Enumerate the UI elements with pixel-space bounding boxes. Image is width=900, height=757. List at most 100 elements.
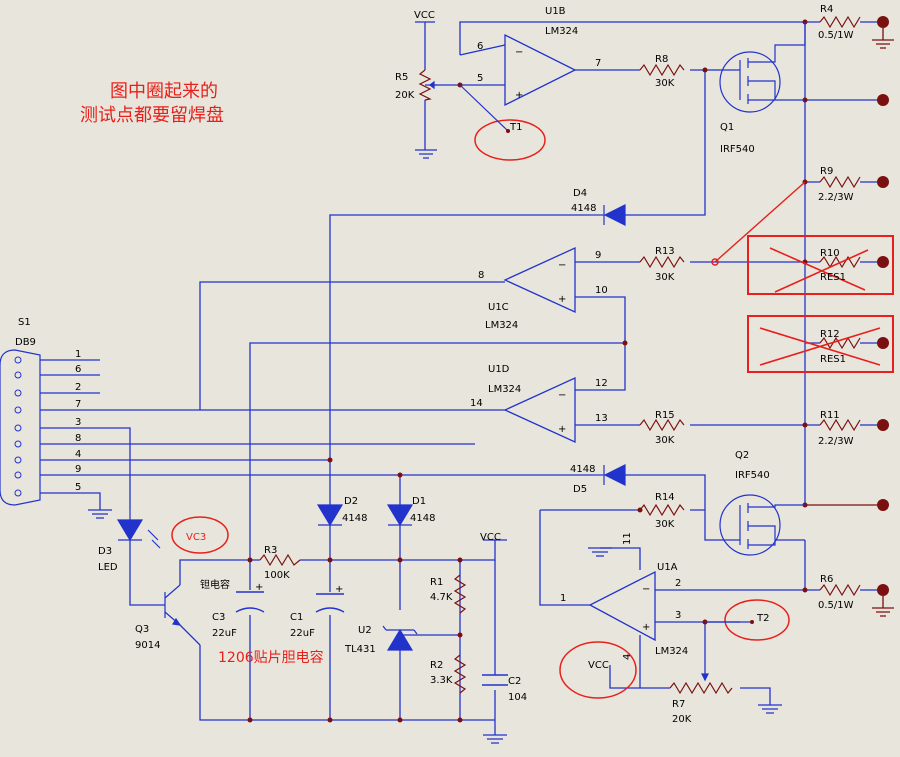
db9-connector [0, 349, 41, 506]
svg-text:R12: R12 [820, 329, 840, 340]
opamp-u1d [503, 376, 576, 444]
svg-text:R2: R2 [430, 660, 443, 671]
svg-text:20K: 20K [672, 714, 692, 725]
svg-text:11: 11 [622, 532, 633, 545]
svg-text:22uF: 22uF [212, 628, 237, 639]
s1-label: S1 [18, 317, 31, 328]
r5-body [418, 69, 432, 101]
wires [40, 21, 880, 735]
d4-body [603, 204, 626, 226]
vcc-circle [559, 641, 637, 699]
svg-text:+: + [255, 582, 263, 593]
svg-text:U1D: U1D [488, 364, 510, 375]
svg-text:5: 5 [477, 73, 483, 84]
svg-text:C1: C1 [290, 612, 303, 623]
opamp-u1c [503, 246, 576, 314]
resistors [259, 15, 861, 695]
svg-text:Q2: Q2 [735, 450, 749, 461]
svg-text:+: + [642, 622, 650, 633]
svg-text:R1: R1 [430, 577, 443, 588]
svg-text:R7: R7 [672, 699, 685, 710]
svg-text:2.2/3W: 2.2/3W [818, 436, 854, 447]
note-line1: 图中圈起来的 [110, 81, 218, 102]
c3-body [235, 591, 265, 613]
svg-text:2: 2 [75, 382, 81, 393]
svg-text:9014: 9014 [135, 640, 160, 651]
svg-text:Q1: Q1 [720, 122, 734, 133]
svg-text:T2: T2 [756, 613, 769, 624]
d3-body [116, 519, 144, 542]
r7-body [669, 681, 733, 695]
r1-body [453, 574, 467, 614]
svg-text:22uF: 22uF [290, 628, 315, 639]
svg-text:LED: LED [98, 562, 118, 573]
svg-text:IRF540: IRF540 [735, 470, 770, 481]
svg-text:104: 104 [508, 692, 527, 703]
cap-note: 1206贴片胆电容 [218, 649, 324, 666]
svg-text:T1: T1 [509, 122, 522, 133]
c2-body [482, 674, 508, 686]
svg-text:7: 7 [595, 58, 601, 69]
r6-body [819, 583, 861, 597]
opamps [503, 33, 656, 642]
svg-text:RES1: RES1 [820, 354, 846, 365]
svg-text:100K: 100K [264, 570, 290, 581]
terminals [877, 16, 889, 596]
t1-circle [474, 119, 546, 161]
svg-text:8: 8 [478, 270, 484, 281]
svg-text:R8: R8 [655, 54, 668, 65]
svg-text:12: 12 [595, 378, 608, 389]
grounds [88, 149, 782, 744]
d1-body [386, 504, 414, 527]
svg-text:0.5/1W: 0.5/1W [818, 600, 854, 611]
svg-text:R6: R6 [820, 574, 833, 585]
vcc-rail: VCC [480, 532, 501, 543]
svg-text:D5: D5 [573, 484, 587, 495]
svg-text:4.7K: 4.7K [430, 592, 453, 603]
svg-text:3.3K: 3.3K [430, 675, 453, 686]
svg-text:R4: R4 [820, 4, 833, 15]
svg-text:TL431: TL431 [344, 644, 376, 655]
svg-text:D3: D3 [98, 546, 112, 557]
svg-text:LM324: LM324 [545, 26, 578, 37]
terminal-grounds [805, 28, 894, 617]
mosfet-q2 [719, 494, 805, 556]
svg-text:−: − [642, 584, 650, 595]
svg-text:+: + [335, 584, 343, 595]
svg-text:10: 10 [595, 285, 608, 296]
svg-text:R14: R14 [655, 492, 675, 503]
svg-text:4: 4 [622, 654, 633, 660]
vcc-top: VCC [414, 10, 435, 21]
svg-text:1: 1 [75, 349, 81, 360]
svg-text:D1: D1 [412, 496, 426, 507]
d2-body [316, 504, 344, 527]
opamp-u1b [504, 33, 577, 107]
capacitors [235, 591, 508, 686]
svg-text:R11: R11 [820, 410, 840, 421]
svg-text:13: 13 [595, 413, 608, 424]
svg-text:U2: U2 [358, 625, 372, 636]
svg-text:IRF540: IRF540 [720, 144, 755, 155]
t2-circle [724, 599, 790, 641]
u2-body [386, 628, 414, 651]
svg-text:4: 4 [75, 449, 81, 460]
r9-body [819, 175, 861, 189]
svg-text:4148: 4148 [342, 513, 367, 524]
svg-text:30K: 30K [655, 78, 675, 89]
r2-body [453, 654, 467, 694]
svg-text:U1C: U1C [488, 302, 509, 313]
svg-text:4148: 4148 [570, 464, 595, 475]
svg-text:3: 3 [75, 417, 81, 428]
svg-text:LM324: LM324 [485, 320, 518, 331]
opamp-u1a [588, 570, 656, 642]
svg-text:14: 14 [470, 398, 483, 409]
transistor-q3 [164, 584, 182, 626]
vcc-u1a: VCC [588, 660, 609, 671]
svg-text:LM324: LM324 [488, 384, 521, 395]
vc3-circle [171, 516, 229, 554]
svg-text:30K: 30K [655, 519, 675, 530]
svg-text:R5: R5 [395, 72, 408, 83]
svg-text:R3: R3 [264, 545, 277, 556]
r15-body [639, 418, 685, 432]
